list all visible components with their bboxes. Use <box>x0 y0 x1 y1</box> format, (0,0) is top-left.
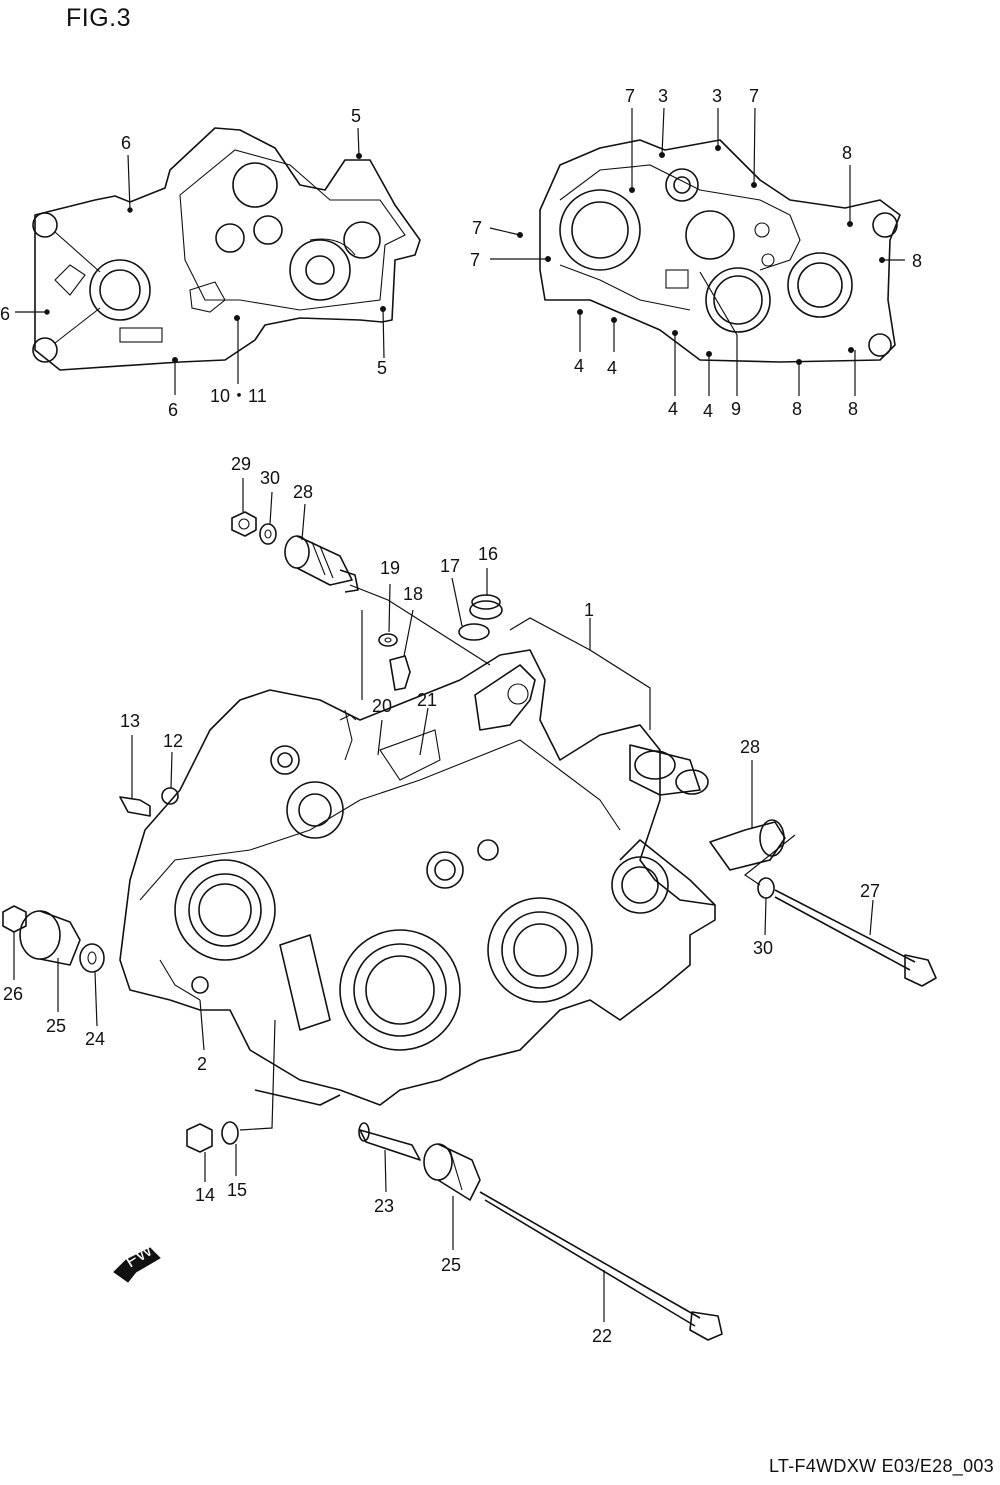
left-crankcase-half-view <box>32 127 421 371</box>
callout-19: 19 <box>380 558 400 578</box>
callout-8-c: 8 <box>792 399 802 419</box>
callout-3-b: 3 <box>712 86 722 106</box>
callout-7-a: 7 <box>625 86 635 106</box>
callout-22: 22 <box>592 1326 612 1346</box>
dowel-pins-and-bolts <box>2 511 937 1341</box>
document-code: LT-F4WDXW E03/E28_003 <box>768 1456 994 1476</box>
figure-title: FIG.3 <box>66 4 132 32</box>
callout-14: 14 <box>195 1185 215 1205</box>
callout-9: 9 <box>731 399 741 419</box>
callout-2: 2 <box>197 1054 207 1074</box>
callout-4-b: 4 <box>607 358 617 378</box>
callout-6-left: 6 <box>0 304 10 324</box>
callout-4-d: 4 <box>703 401 713 421</box>
leader-lines <box>13 107 905 1322</box>
callout-28-top: 28 <box>293 482 313 502</box>
callout-29: 29 <box>231 454 251 474</box>
fwd-direction-arrow: FWD <box>113 1233 167 1283</box>
callout-27: 27 <box>860 881 880 901</box>
callout-5-bottom: 5 <box>377 358 387 378</box>
callout-26: 26 <box>3 984 23 1004</box>
callout-8-b: 8 <box>912 251 922 271</box>
callout-18: 18 <box>403 584 423 604</box>
callout-25-left: 25 <box>46 1016 66 1036</box>
callout-23: 23 <box>374 1196 394 1216</box>
callout-6-top: 6 <box>121 133 131 153</box>
callout-13: 13 <box>120 711 140 731</box>
callout-4-c: 4 <box>668 399 678 419</box>
callout-8-d: 8 <box>848 399 858 419</box>
callout-8-a: 8 <box>842 143 852 163</box>
callout-20: 20 <box>372 696 392 716</box>
callout-12: 12 <box>163 731 183 751</box>
callout-25-bottom: 25 <box>441 1255 461 1275</box>
callout-4-a: 4 <box>574 356 584 376</box>
callout-30-top: 30 <box>260 468 280 488</box>
callout-7-d: 7 <box>470 250 480 270</box>
callout-30-right: 30 <box>753 938 773 958</box>
callout-3-a: 3 <box>658 86 668 106</box>
right-crankcase-half-view <box>517 139 901 365</box>
callout-7-b: 7 <box>749 86 759 106</box>
callout-17: 17 <box>440 556 460 576</box>
callout-16: 16 <box>478 544 498 564</box>
callout-15: 15 <box>227 1180 247 1200</box>
crankcase-assembly <box>119 649 716 1106</box>
callout-7-c: 7 <box>472 218 482 238</box>
callout-21: 21 <box>417 690 437 710</box>
callout-1: 1 <box>584 600 594 620</box>
callout-10-11: 10・11 <box>210 386 267 406</box>
callout-24: 24 <box>85 1029 105 1049</box>
callout-5-top: 5 <box>351 106 361 126</box>
callout-labels: 6 6 6 5 5 10・11 7 3 3 7 8 7 7 8 4 4 4 4 … <box>0 86 922 1346</box>
callout-6-bottom: 6 <box>168 400 178 420</box>
callout-28-right: 28 <box>740 737 760 757</box>
